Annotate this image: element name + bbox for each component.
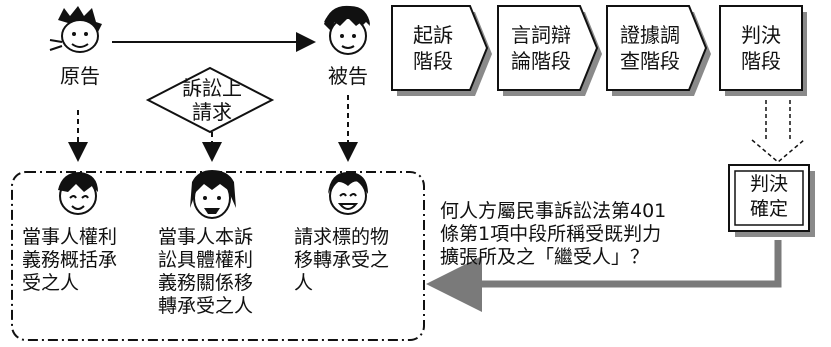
judgment-down-arrow [751,100,805,163]
stage-judgment-label: 判決 階段 [741,23,781,73]
successor-general-text: 當事人權利 義務概括承 受之人 [22,226,118,294]
stage-filing-label: 起訴 階段 [413,23,453,73]
successors-container [11,171,425,341]
successor-face-icon [58,172,98,215]
question-text: 何人方屬民事訴訟法第401 條第1項中段所稱受既判力 擴張所及之「繼受人」？ [440,200,667,268]
return-arrow [426,240,782,312]
successor-specific-text: 當事人本訴 訟具體權利 義務關係移 轉承受之人 [158,226,254,317]
successor-face-icon [190,170,236,219]
stage-chevrons [391,5,807,96]
final-stage-box [728,164,815,237]
successor-face-icon [328,172,368,215]
stage-evidence-label: 證據調 查階段 [620,23,680,73]
stage-argument-label: 言詞辯 論階段 [511,23,571,73]
plaintiff-face-icon [49,6,102,53]
defendant-face-icon [324,5,370,55]
successor-object-text: 請求標的物 移轉承受之 人 [294,226,390,294]
defendant-label: 被告 [328,64,368,88]
claim-label: 訴訟上 請求 [182,76,242,124]
plaintiff-label: 原告 [60,64,100,88]
final-stage-label: 判決 確定 [749,173,788,220]
claim-diamond [145,66,275,134]
